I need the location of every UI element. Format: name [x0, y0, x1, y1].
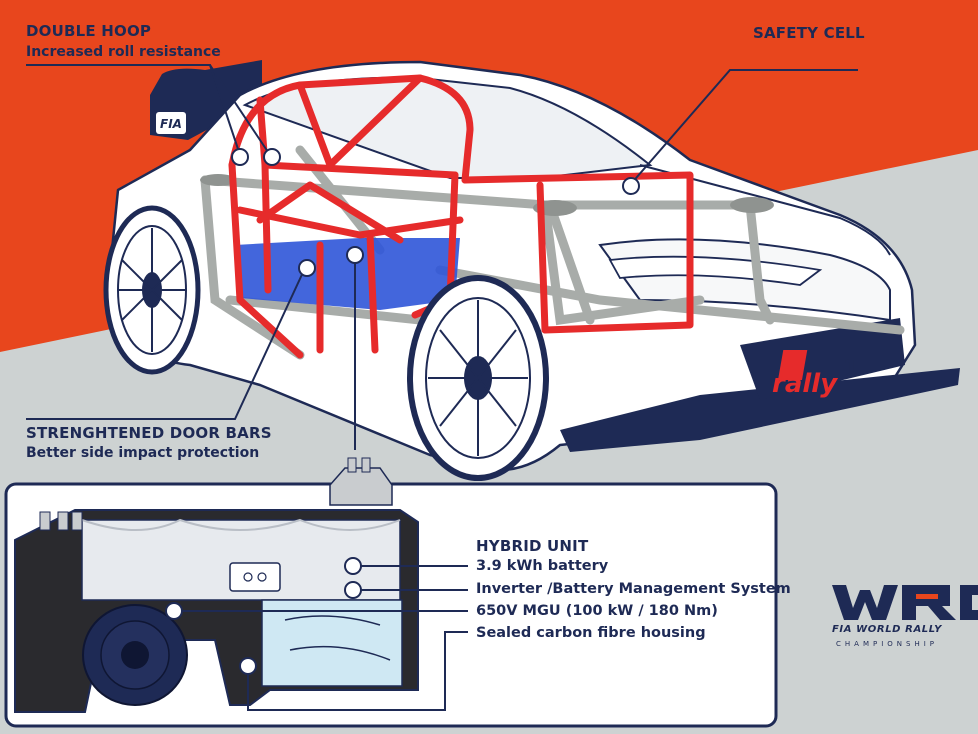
- front-wheel: [407, 275, 549, 481]
- callout-dot-icon: [231, 148, 640, 277]
- hybrid-item-battery: 3.9 kWh battery: [476, 558, 609, 574]
- hybrid-unit-title: HYBRID UNIT: [476, 537, 589, 555]
- double-hoop-title: DOUBLE HOOP: [26, 22, 152, 40]
- headlight: [608, 255, 823, 286]
- hybrid-item-inverter: Inverter /Battery Management System: [476, 581, 791, 597]
- rally1-number: 1: [843, 357, 858, 382]
- battery-in-car: [235, 238, 460, 310]
- wrc-logo-line2: CHAMPIONSHIP: [836, 640, 939, 648]
- hybrid-callout-lines: [176, 565, 468, 711]
- wrc-logo-line1: FIA WORLD RALLY: [832, 624, 943, 635]
- front-splitter: [560, 368, 960, 452]
- hv-connector: [329, 467, 393, 506]
- hybrid-item-mgu: 650V MGU (100 kW / 180 Nm): [476, 603, 718, 619]
- door-bars-subtitle: Better side impact protection: [26, 445, 260, 461]
- callout-lines: [26, 64, 858, 450]
- fia-badge-icon: FIA: [156, 112, 186, 134]
- frame-mount-front: [730, 197, 774, 213]
- double-hoop-subtitle: Increased roll resistance: [26, 44, 221, 60]
- roll-cage: [228, 74, 694, 359]
- wrc-logo-icon: [832, 585, 978, 620]
- fia-badge-text: FIA: [160, 117, 182, 131]
- inverter-unit: [261, 599, 403, 687]
- frame-mount-rear: [200, 174, 236, 186]
- rear-wheel: [103, 205, 201, 375]
- door-bars-title: STRENGHTENED DOOR BARS: [26, 424, 272, 442]
- safety-cell-title: SAFETY CELL: [753, 24, 865, 42]
- hood-line: [639, 164, 891, 256]
- callout-dot-icon: [165, 557, 362, 675]
- hybrid-item-housing: Sealed carbon fibre housing: [476, 625, 706, 641]
- rally1-badge-icon: rally 1: [772, 350, 858, 399]
